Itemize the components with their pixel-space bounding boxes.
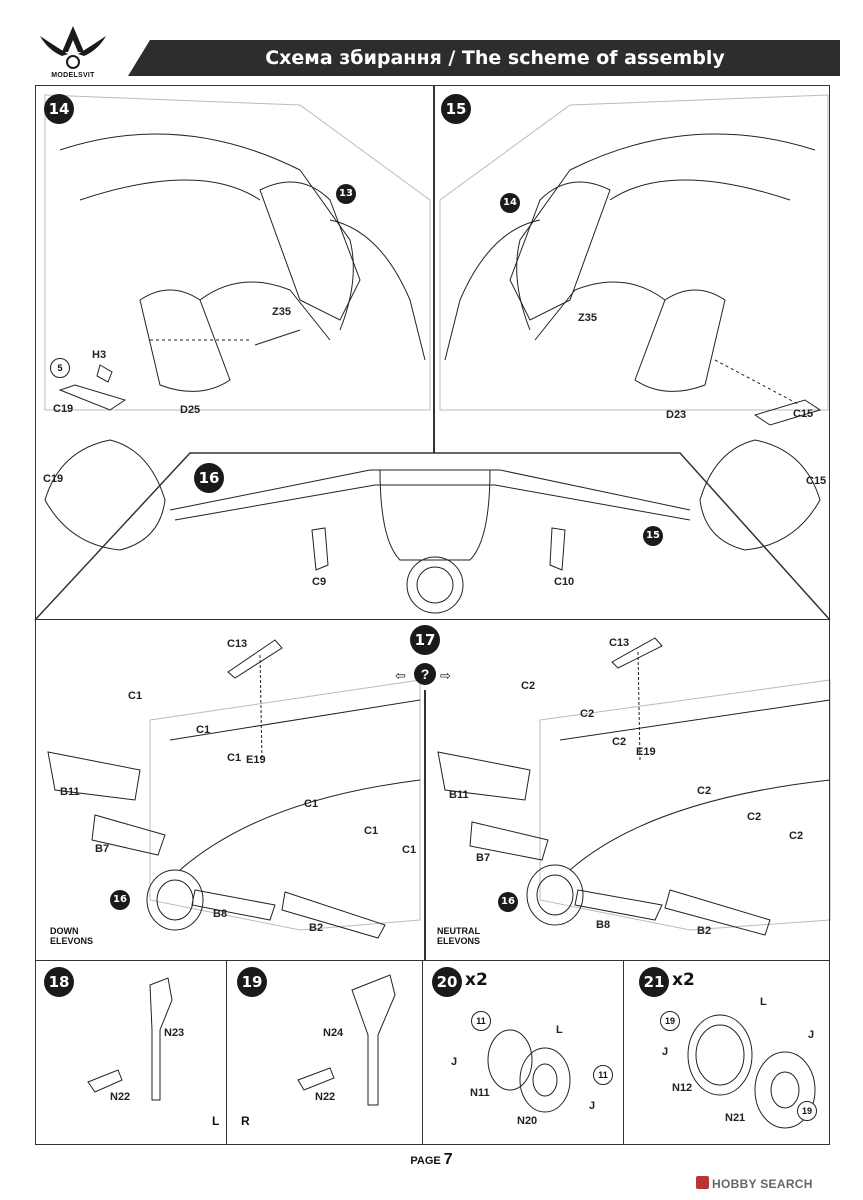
step-21-multiplier: x2 <box>672 970 695 990</box>
part-label-c15: C15 <box>793 408 814 420</box>
ref-step-14: 14 <box>500 193 520 213</box>
step-20-multiplier: x2 <box>465 970 488 990</box>
logo-text: MODELSVIT <box>51 72 95 79</box>
divider-17 <box>424 690 426 961</box>
part-label-b8-right: B8 <box>596 919 611 931</box>
part-label-c1-f: C1 <box>402 844 417 856</box>
step-badge-20: 20 <box>432 967 462 997</box>
note-line-2: ELEVONS <box>50 936 94 946</box>
part-label-n24: N24 <box>323 1027 344 1039</box>
page-label: PAGE <box>410 1155 441 1167</box>
part-label-h3: H3 <box>92 349 107 361</box>
ref-circle-11-a: 11 <box>471 1011 491 1031</box>
step-badge-14: 14 <box>44 94 74 124</box>
divider-14-15 <box>433 85 435 453</box>
part-label-j-21a: J <box>808 1029 815 1041</box>
note-line-1: NEUTRAL <box>437 926 480 936</box>
arrow-right-icon: ⇨ <box>440 668 451 683</box>
page-num: 7 <box>443 1151 453 1168</box>
part-label-c2-e: C2 <box>747 811 762 823</box>
part-label-c2-a: C2 <box>521 680 536 692</box>
part-label-c2-f: C2 <box>789 830 804 842</box>
modelsvit-logo <box>38 22 108 88</box>
header-bar <box>128 40 840 76</box>
ref-circle-19-a: 19 <box>660 1011 680 1031</box>
part-label-c1-c: C1 <box>227 752 242 764</box>
part-label-c2-b: C2 <box>580 708 595 720</box>
hobbysearch-logo-icon <box>696 1176 709 1189</box>
part-label-c15-detail: C15 <box>806 475 827 487</box>
side-label-right: R <box>241 1114 250 1128</box>
part-label-b11-right: B11 <box>449 789 469 801</box>
part-label-z35: Z35 <box>272 306 291 318</box>
part-label-j-21b: J <box>662 1046 669 1058</box>
part-label-c19-detail: C19 <box>43 473 64 485</box>
question-icon: ? <box>414 663 436 685</box>
part-label-n12: N12 <box>672 1082 693 1094</box>
part-label-j-20a: J <box>451 1056 458 1068</box>
step-badge-17: 17 <box>410 625 440 655</box>
step-badge-16: 16 <box>194 463 224 493</box>
part-label-c1-d: C1 <box>304 798 319 810</box>
ref-step-16-right: 16 <box>498 892 518 912</box>
part-label-e19-right: E19 <box>636 746 656 758</box>
note-line-2: ELEVONS <box>437 936 481 946</box>
note-down-elevons: DOWN ELEVONS <box>50 926 93 946</box>
ref-step-15: 15 <box>643 526 663 546</box>
part-label-n20: N20 <box>517 1115 538 1127</box>
part-label-d23: D23 <box>666 409 687 421</box>
step-badge-15: 15 <box>441 94 471 124</box>
part-label-d25: D25 <box>180 404 201 416</box>
note-neutral-elevons: NEUTRAL ELEVONS <box>437 926 480 946</box>
step-badge-18: 18 <box>44 967 74 997</box>
note-line-1: DOWN <box>50 926 79 936</box>
watermark: HOBBY SEARCH <box>712 1177 813 1191</box>
part-label-c2-d: C2 <box>697 785 712 797</box>
part-label-c10: C10 <box>554 576 575 588</box>
arrow-left-icon: ⇦ <box>395 668 406 683</box>
part-label-b11-left: B11 <box>60 786 80 798</box>
part-label-b2-left: B2 <box>309 922 324 934</box>
part-label-n23: N23 <box>164 1027 185 1039</box>
part-label-c13-left: C13 <box>227 638 248 650</box>
part-label-b7-right: B7 <box>476 852 491 864</box>
part-label-c1-e: C1 <box>364 825 379 837</box>
part-label-n11: N11 <box>470 1087 490 1099</box>
part-label-n22-r: N22 <box>315 1091 336 1103</box>
part-label-b8-left: B8 <box>213 908 228 920</box>
ref-step-16-left: 16 <box>110 890 130 910</box>
frame-step21 <box>623 960 830 1145</box>
part-label-c9: C9 <box>312 576 327 588</box>
part-label-n22-l: N22 <box>110 1091 131 1103</box>
ref-circle-5: 5 <box>50 358 70 378</box>
part-label-b7-left: B7 <box>95 843 110 855</box>
part-label-c1-b: C1 <box>196 724 211 736</box>
step-badge-21: 21 <box>639 967 669 997</box>
part-label-c13-right: C13 <box>609 637 630 649</box>
side-label-left: L <box>212 1114 220 1128</box>
ref-circle-19-b: 19 <box>797 1101 817 1121</box>
part-label-z35-right: Z35 <box>578 312 597 324</box>
ref-circle-11-b: 11 <box>593 1065 613 1085</box>
part-label-c1-a: C1 <box>128 690 143 702</box>
page-title: Схема збирання / The scheme of assembly <box>265 47 725 69</box>
part-label-j-20b: J <box>589 1100 596 1112</box>
part-label-b2-right: B2 <box>697 925 712 937</box>
part-label-e19-left: E19 <box>246 754 266 766</box>
ref-step-13: 13 <box>336 184 356 204</box>
step-badge-19: 19 <box>237 967 267 997</box>
part-label-l-20: L <box>556 1024 563 1036</box>
part-label-c19: C19 <box>53 403 74 415</box>
part-label-c2-c: C2 <box>612 736 627 748</box>
part-label-l-21: L <box>760 996 767 1008</box>
part-label-n21: N21 <box>725 1112 746 1124</box>
